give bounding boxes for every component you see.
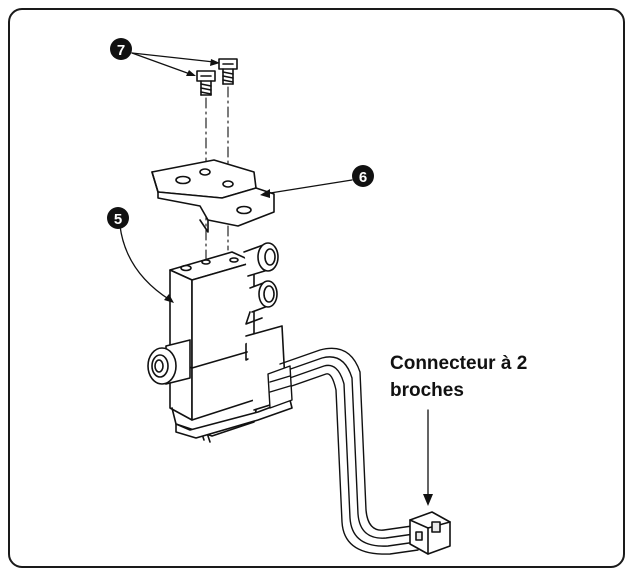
callout-line-1: Connecteur à 2 — [390, 353, 528, 374]
badge-bracket: 6 — [352, 165, 374, 187]
cable-bundle — [267, 347, 419, 555]
mounting-bracket — [151, 159, 275, 233]
rear-fitting-lower — [245, 280, 278, 325]
badge-screws: 7 — [110, 38, 132, 60]
svg-text:5: 5 — [114, 211, 122, 228]
connector-callout: Connecteur à 2 broches — [390, 350, 590, 404]
rear-fitting-upper — [243, 242, 279, 277]
svg-text:7: 7 — [117, 42, 125, 59]
figure-frame — [8, 8, 625, 568]
valve-body — [169, 251, 293, 443]
arrowheads — [164, 59, 433, 506]
leader-lines — [119, 52, 429, 497]
badge-valve: 5 — [107, 207, 129, 229]
two-pin-connector — [409, 511, 451, 555]
screw-right — [218, 58, 238, 85]
front-fitting — [147, 339, 191, 385]
callout-line-2: broches — [390, 380, 464, 401]
svg-text:6: 6 — [359, 169, 367, 186]
screw-left — [196, 70, 216, 96]
